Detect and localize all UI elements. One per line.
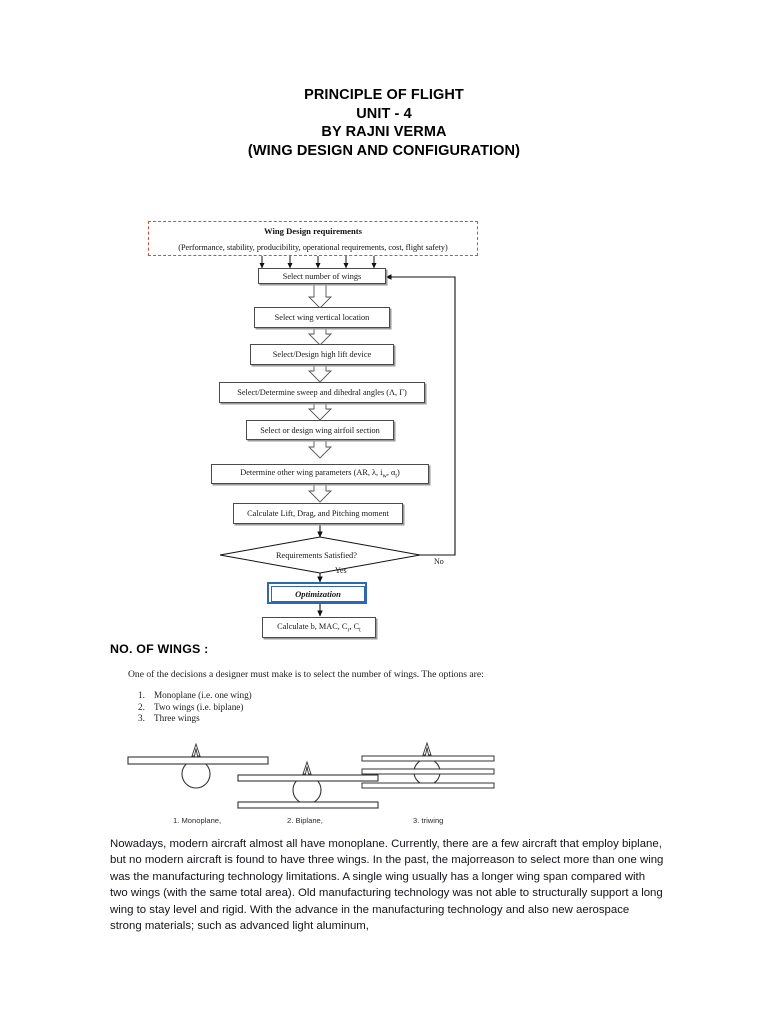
list-item-number: 1. (138, 690, 145, 700)
figure-biplane (237, 760, 379, 809)
requirements-input-arrows (259, 256, 377, 269)
wing-design-requirements-box: Wing Design requirements (Performance, s… (148, 221, 478, 256)
figure-triwing (361, 741, 495, 789)
page-title: PRINCIPLE OF FLIGHT UNIT - 4 BY RAJNI VE… (0, 86, 768, 160)
lower-wing-bar (361, 782, 495, 789)
tail-fin (302, 760, 312, 775)
section-heading-no-of-wings: NO. OF WINGS : (110, 642, 209, 656)
figure-monoplane (127, 742, 269, 789)
flow-step-label: Select or design wing airfoil section (260, 425, 380, 435)
flow-step-select-design-high-lift-device: Select/Design high lift device (250, 344, 394, 365)
list-item-number: 2. (138, 701, 145, 712)
flow-step-label: Calculate b, MAC, Cr, Ct (277, 621, 361, 634)
title-line-4: (WING DESIGN AND CONFIGURATION) (247, 142, 521, 159)
list-item: 1. Monoplane (i.e. one wing) (138, 690, 252, 702)
upper-wing-bar (361, 755, 495, 762)
middle-wing-bar (361, 768, 495, 775)
list-item-label: Three wings (154, 713, 200, 724)
flow-step-label: Select wing vertical location (274, 313, 370, 322)
figure-caption-row: 1. Monoplane, 2. Biplane, 3. triwing (0, 816, 768, 830)
requirements-title: Wing Design requirements (264, 225, 362, 236)
title-line-3: BY RAJNI VERMA (321, 124, 447, 140)
list-item: 2. Two wings (i.e. biplane) (138, 702, 252, 714)
flow-step-select-wing-vertical-location: Select wing vertical location (254, 307, 390, 328)
title-line-2: UNIT - 4 (356, 105, 412, 122)
flow-step-label: Select/Design high lift device (272, 350, 372, 359)
tail-fin (422, 741, 432, 756)
requirements-subtitle: (Performance, stability, producibility, … (178, 242, 448, 252)
flow-step-calculate-b-mac-cr-ct: Calculate b, MAC, Cr, Ct (262, 617, 376, 638)
wing-options-list: 1. Monoplane (i.e. one wing) 2. Two wings … (138, 690, 252, 725)
branch-label-yes: Yes (335, 566, 347, 575)
flow-step-select-design-wing-airfoil-section: Select or design wing airfoil section (246, 420, 394, 440)
optimization-inner: Optimization (271, 586, 365, 602)
optimization-label: Optimization (295, 589, 341, 599)
body-paragraph: Nowadays, modern aircraft almost all hav… (110, 838, 664, 933)
upper-wing-bar (237, 774, 379, 782)
flow-step-calculate-lift-drag-pitching-moment: Calculate Lift, Drag, and Pitching momen… (233, 503, 403, 524)
tail-fin (191, 742, 201, 757)
flow-step-select-determine-sweep-dihedral: Select/Determine sweep and dihedral angl… (219, 382, 425, 403)
flow-step-label: Select/Determine sweep and dihedral angl… (237, 388, 407, 397)
wing-bar (127, 756, 269, 765)
figure-caption-biplane: 2. Biplane, (287, 816, 323, 825)
section-intro-text: One of the decisions a designer must mak… (128, 669, 484, 680)
lower-wing-bar (237, 801, 379, 809)
list-item-label: Monoplane (i.e. one wing) (154, 690, 252, 700)
flow-step-determine-other-wing-parameters: Determine other wing parameters (AR, λ, … (211, 464, 429, 484)
list-item: 3. Three wings (138, 713, 252, 725)
branch-label-no: No (434, 557, 444, 566)
decision-label: Requirements Satisfied? (276, 551, 357, 560)
list-item-label: Two wings (i.e. biplane) (154, 701, 244, 712)
flow-step-label: Calculate Lift, Drag, and Pitching momen… (247, 509, 389, 518)
title-line-1: PRINCIPLE OF FLIGHT (304, 87, 464, 103)
optimization-box: Optimization (267, 582, 367, 604)
flow-step-select-number-of-wings: Select number of wings (258, 268, 386, 284)
wing-configuration-figures (127, 741, 495, 809)
flow-step-label: Select number of wings (282, 271, 362, 281)
figure-caption-monoplane: 1. Monoplane, (173, 816, 222, 825)
list-item-number: 3. (138, 713, 145, 724)
figure-caption-triwing: 3. triwing (413, 816, 444, 825)
flow-step-label: Determine other wing parameters (AR, λ, … (240, 468, 400, 480)
